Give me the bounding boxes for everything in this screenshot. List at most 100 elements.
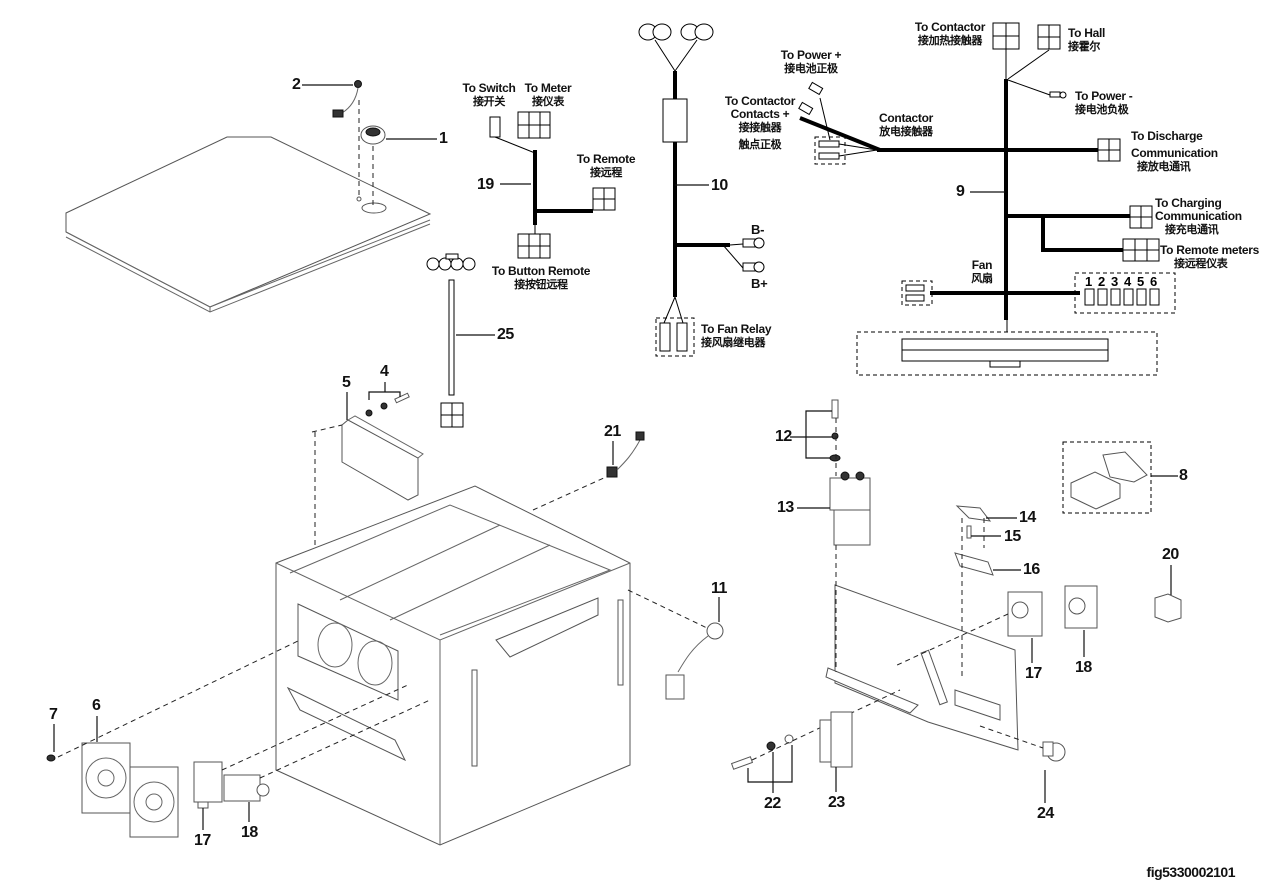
sensor-25: [426, 253, 495, 428]
to-button-remote-en: To Button Remote: [491, 264, 591, 278]
fan-zh: 风扇: [971, 272, 993, 285]
to-remote-meters-zh: 接远程仪表: [1174, 257, 1228, 270]
fan-en: Fan: [971, 258, 993, 272]
contactor-23: [819, 711, 853, 792]
label-to-contactor-contacts-plus: To Contactor Contacts + 接接触器 触点正极: [724, 94, 796, 152]
callout-11: 11: [711, 580, 727, 597]
pin-number: 5: [1137, 274, 1145, 289]
label-to-remote: To Remote 接远程: [576, 152, 636, 180]
pin-number: 4: [1124, 274, 1132, 289]
contactor-zh: 放电接触器: [879, 125, 933, 138]
to-power-plus-zh: 接电池正极: [784, 62, 838, 75]
contactor-13: [797, 471, 871, 672]
hardware-22: [730, 689, 901, 793]
callout-2: 2: [292, 76, 301, 93]
callout-10: 10: [711, 177, 728, 194]
callout-24: 24: [1037, 805, 1054, 822]
lid-panel: [65, 136, 432, 313]
callout-5: 5: [342, 374, 351, 391]
to-contactor-zh: 接接触器: [738, 121, 782, 134]
to-hall-zh: 接霍尔: [1068, 40, 1101, 53]
callout-25: 25: [497, 326, 514, 343]
pin-number: 6: [1150, 274, 1158, 289]
to-button-remote-zh: 接按钮远程: [514, 278, 568, 291]
callout-18-right: 18: [1075, 659, 1092, 676]
label-to-power-plus: To Power + 接电池正极: [780, 48, 842, 76]
to-power-plus-en: To Power +: [780, 48, 842, 62]
pin-connectors: [1084, 288, 1160, 306]
callout-1: 1: [439, 130, 448, 147]
callout-15: 15: [1004, 528, 1021, 545]
label-to-hall: To Hall 接霍尔: [1068, 26, 1106, 54]
callout-4: 4: [380, 363, 389, 380]
hardware-12: [790, 399, 841, 476]
label-fan: Fan 风扇: [971, 258, 993, 286]
label-to-meter: To Meter 接仪表: [524, 81, 572, 109]
to-hall-en: To Hall: [1068, 26, 1106, 40]
pin-number: 3: [1111, 274, 1119, 289]
harness-19: [489, 111, 616, 259]
to-meter-zh: 接仪表: [531, 95, 565, 108]
callout-17-right: 17: [1025, 665, 1042, 682]
fans-6: [81, 716, 179, 838]
meter-sensor-cable: [302, 80, 362, 196]
to-charging-zh: 接充电通讯: [1165, 223, 1219, 236]
contactor-en: Contactor: [879, 111, 933, 125]
pin-number: 1: [1085, 274, 1093, 289]
label-to-contactor-heat: To Contactor 接加热接触器: [915, 21, 985, 48]
plug-11: [627, 589, 724, 700]
callout-17-left: 17: [194, 832, 211, 849]
brackets-14-15-16: [954, 505, 1021, 680]
to-charging-en: To Charging: [1155, 196, 1222, 210]
to-contactor-en: To Contactor: [724, 94, 796, 108]
controller-5: [311, 392, 424, 580]
label-b-minus: B-: [751, 222, 765, 237]
label-to-discharge-communication: To Discharge Communication 接放电通讯: [1131, 130, 1218, 174]
to-power-minus-en: To Power -: [1075, 89, 1133, 103]
callout-23: 23: [828, 794, 845, 811]
meter-gauge: [360, 125, 437, 206]
contacts-plus-zh: 触点正极: [738, 138, 782, 151]
sensor-24: [979, 725, 1066, 803]
sensor-21: [532, 431, 645, 511]
callout-21: 21: [604, 423, 621, 440]
hardware-4: [365, 382, 410, 417]
callout-7: 7: [49, 706, 58, 723]
to-discharge-zh: 接放电通讯: [1137, 160, 1191, 173]
label-to-fan-relay: To Fan Relay 接风扇继电器: [701, 322, 772, 350]
mounting-plate: [825, 584, 1019, 751]
callout-22: 22: [764, 795, 781, 812]
to-fan-relay-en: To Fan Relay: [701, 322, 772, 336]
to-switch-en: To Switch: [462, 81, 516, 95]
callout-16: 16: [1023, 561, 1040, 578]
callout-20: 20: [1162, 546, 1179, 563]
callout-6: 6: [92, 697, 101, 714]
callout-13: 13: [777, 499, 794, 516]
label-to-button-remote: To Button Remote 接按钮远程: [491, 264, 591, 292]
figure-id: fig5330002101: [1146, 864, 1236, 880]
to-meter-en: To Meter: [524, 81, 572, 95]
harness-10: [638, 23, 765, 357]
callout-18-left: 18: [241, 824, 258, 841]
to-remote-en: To Remote: [576, 152, 636, 166]
callout-19: 19: [477, 176, 494, 193]
label-to-power-minus: To Power - 接电池负极: [1075, 89, 1133, 117]
to-switch-zh: 接开关: [472, 95, 506, 108]
relay-20: [1154, 565, 1182, 623]
connector-17-left: [193, 683, 411, 830]
callout-14: 14: [1019, 509, 1036, 526]
label-to-charging-communication: To Charging Communication 接充电通讯: [1155, 196, 1242, 237]
connector-17-right: [894, 591, 1043, 667]
to-power-minus-zh: 接电池负极: [1075, 103, 1129, 116]
to-remote-meters-en: To Remote meters: [1160, 243, 1260, 257]
charging-communication-en: Communication: [1155, 209, 1242, 223]
to-fan-relay-zh: 接风扇继电器: [701, 336, 766, 349]
connector-18-right: [1064, 585, 1098, 657]
callout-8: 8: [1179, 467, 1188, 484]
discharge-communication-en: Communication: [1131, 146, 1218, 160]
label-b-plus: B+: [751, 276, 768, 291]
screw-7: [46, 639, 301, 762]
label-contactor: Contactor 放电接触器: [879, 111, 933, 139]
